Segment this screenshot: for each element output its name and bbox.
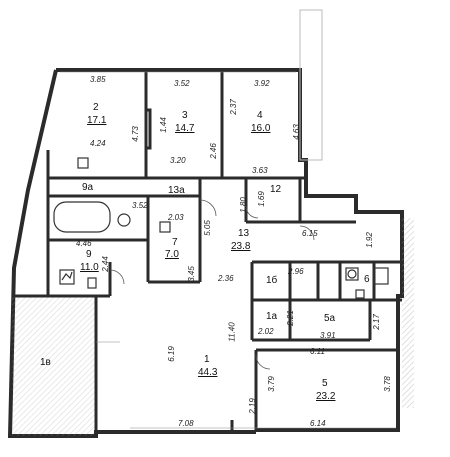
room-4-number: 4 (257, 110, 263, 121)
dim-label: 3.52 (174, 79, 190, 88)
room-5-area: 23.2 (316, 391, 336, 402)
room-9a-number: 9a (82, 182, 94, 193)
dim-label: 3.79 (266, 376, 276, 392)
room-4-area: 16.0 (251, 123, 271, 134)
room-9-number: 9 (86, 249, 92, 260)
dim-label: 4.24 (90, 139, 106, 148)
balcony-top (299, 9, 323, 161)
room-1-number: 1 (204, 354, 210, 365)
boiler (355, 289, 365, 299)
interior-walls (12, 70, 402, 432)
dim-label: 6.11 (310, 347, 325, 356)
dim-label: 1.44 (158, 117, 168, 133)
balcony-right (402, 218, 414, 408)
dim-label: 2.46 (208, 143, 218, 159)
dim-label: 2.44 (100, 256, 110, 272)
room-2-number: 2 (93, 102, 99, 113)
dim-label: 3.91 (320, 331, 336, 340)
dim-label: 2.96 (288, 267, 304, 276)
dim-label: 2.02 (258, 327, 274, 336)
room-7-number: 7 (172, 237, 178, 248)
dim-label: 3.78 (382, 376, 392, 392)
room-1a-number: 1a (266, 311, 278, 322)
dim-label: 2.21 (285, 310, 295, 326)
dim-label: 6.14 (310, 419, 326, 428)
fixtures (53, 157, 389, 299)
dim-label: 3.85 (90, 75, 106, 84)
room-9-area: 11.0 (80, 262, 99, 273)
room-13-number: 13 (238, 228, 250, 239)
dim-label: 11.40 (227, 322, 237, 342)
dim-label: 2.17 (371, 314, 381, 330)
dim-label: 4.73 (130, 126, 140, 142)
room-13-area: 23.8 (231, 241, 251, 252)
stove (373, 267, 389, 285)
dim-label: 2.36 (218, 274, 234, 283)
room-15-number: 1б (266, 275, 278, 286)
bathtub (53, 201, 111, 233)
dim-label: 3.92 (254, 79, 270, 88)
dim-label: 3.45 (186, 266, 196, 282)
sink-9a (77, 157, 89, 169)
dim-label: 2.19 (247, 398, 257, 414)
dim-label: 5.05 (202, 220, 212, 236)
room-5-number: 5 (322, 378, 328, 389)
dim-label: 1.69 (256, 191, 266, 207)
vent-9b (87, 277, 97, 289)
room-5a-number: 5a (324, 313, 336, 324)
vent-9 (59, 269, 75, 285)
dim-label: 3.52 (132, 201, 148, 210)
room-13a-number: 13a (168, 185, 185, 196)
dim-label: 2.03 (168, 213, 184, 222)
dim-label: 7.08 (178, 419, 194, 428)
washer (345, 267, 359, 281)
sink (159, 221, 171, 233)
dimension-lines (60, 71, 396, 429)
room-3-number: 3 (182, 110, 188, 121)
dim-label: 4.63 (291, 124, 301, 140)
dim-label: 2.37 (228, 99, 238, 115)
room-3-area: 14.7 (175, 123, 195, 134)
dim-label: 3.63 (252, 166, 268, 175)
doors (109, 199, 315, 370)
dim-label: 6.19 (166, 346, 176, 362)
room-12-number: 12 (270, 184, 282, 195)
dim-label: 6.15 (302, 229, 318, 238)
dim-label: 1.80 (238, 197, 248, 213)
dim-label: 4.46 (76, 239, 92, 248)
dim-label: 1.92 (364, 232, 374, 248)
room-6-number: 6 (364, 274, 370, 285)
toilet (117, 213, 131, 227)
balcony-left (12, 294, 98, 436)
room-1-area: 44.3 (198, 367, 218, 378)
dim-label: 3.20 (170, 156, 186, 165)
room-1v-number: 1в (40, 357, 51, 368)
room-7-area: 7.0 (165, 249, 179, 260)
room-2-area: 17.1 (87, 115, 107, 126)
